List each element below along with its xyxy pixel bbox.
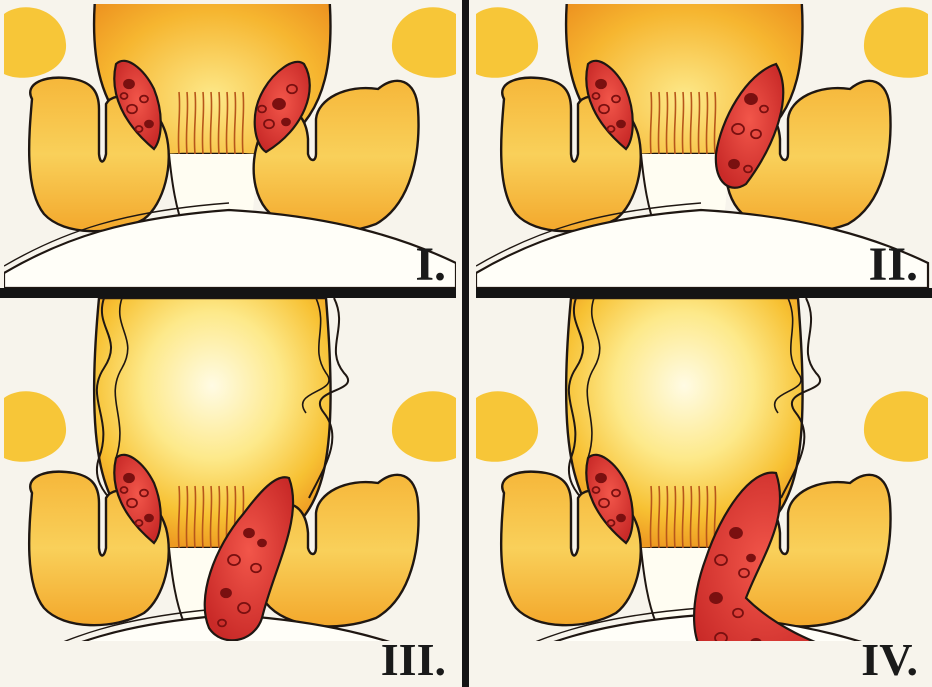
vessel-dot [730, 528, 742, 538]
vessel-dot [124, 80, 134, 89]
vessel-dot [273, 99, 285, 109]
vessel-dot [751, 639, 761, 648]
panel-content [476, 298, 928, 683]
grade-label: III. [381, 634, 446, 685]
vessel-dot [745, 94, 757, 104]
vessel-dot [221, 589, 231, 598]
vertical-divider [462, 0, 469, 687]
panel-content [4, 298, 456, 683]
grade-label: I. [415, 238, 446, 291]
vessel-dot [145, 515, 153, 522]
grade-label: II. [869, 238, 918, 291]
panel-content [476, 0, 928, 288]
panel-grade-4: IV. [476, 298, 928, 685]
vessel-dot [244, 529, 254, 538]
vessel-dot [807, 653, 815, 660]
vessel-dot [145, 121, 153, 128]
panel-grade-3: III. [4, 298, 456, 685]
grade-label: IV. [861, 634, 918, 685]
panel-grade-1: I. [4, 0, 456, 291]
vessel-dot [617, 515, 625, 522]
vessel-dot [617, 121, 625, 128]
vessel-dot [258, 540, 266, 547]
vessel-dot [710, 593, 722, 603]
panel-grade-2: II. [476, 0, 928, 291]
vessel-dot [747, 555, 755, 562]
vessel-dot [729, 160, 739, 169]
panel-content [4, 0, 456, 288]
vessel-dot [780, 643, 792, 653]
vessel-dot [282, 119, 290, 126]
vessel-dot [596, 80, 606, 89]
vessel-dot [596, 474, 606, 483]
vessel-dot [124, 474, 134, 483]
